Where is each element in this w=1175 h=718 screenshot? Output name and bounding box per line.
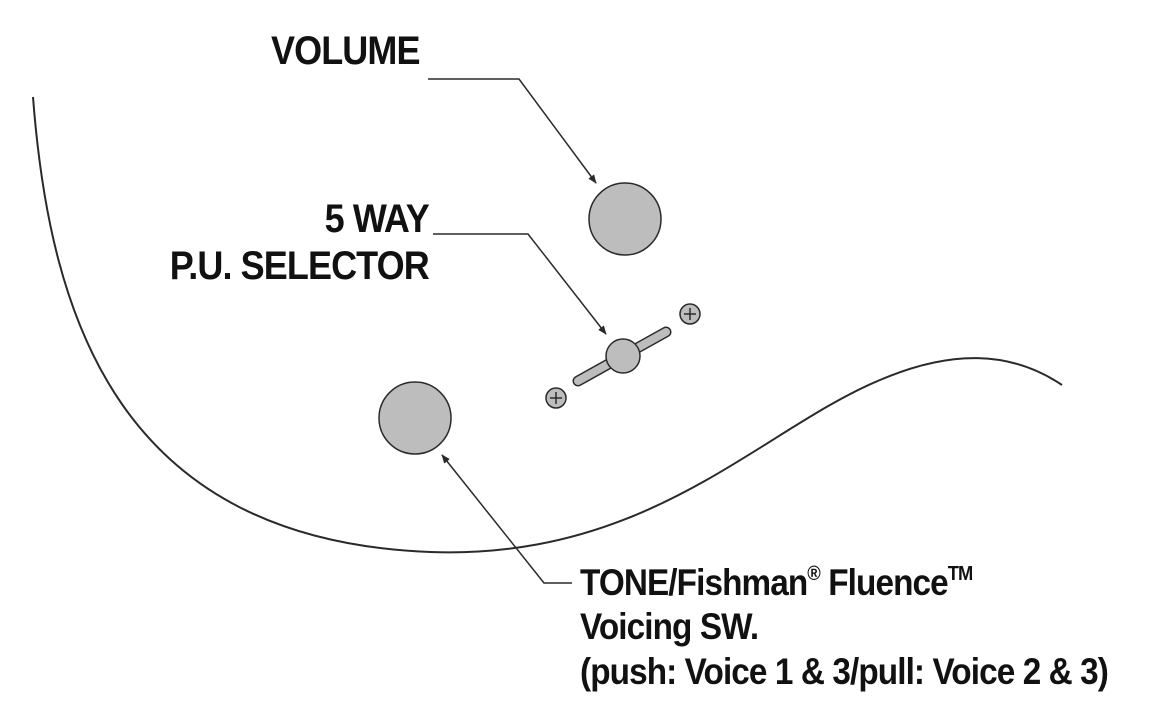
volume-label: VOLUME xyxy=(271,28,421,75)
tone-knob[interactable] xyxy=(378,381,452,455)
tone-label-line2: Voicing SW. xyxy=(580,606,759,648)
tone-label-brand: TONE/Fishman xyxy=(580,562,808,603)
screw-icon xyxy=(545,387,567,409)
volume-knob[interactable] xyxy=(588,182,662,256)
pickup-selector-label-line1: 5 WAY xyxy=(324,197,430,241)
tone-label: TONE/Fishman® FluenceTM Voicing SW. (pus… xyxy=(580,561,1109,694)
tone-leader-arrow xyxy=(441,454,572,584)
selector-leader-arrow xyxy=(433,233,607,335)
pickup-selector-switch[interactable] xyxy=(572,326,672,387)
trademark-mark: TM xyxy=(947,562,974,585)
volume-leader-arrow xyxy=(428,78,597,184)
body-outline xyxy=(32,96,1063,554)
pickup-selector-label-line2: P.U. SELECTOR xyxy=(169,244,430,289)
tone-label-line1: TONE/Fishman® FluenceTM xyxy=(580,561,1108,605)
tone-label-line3: (push: Voice 1 & 3/pull: Voice 2 & 3) xyxy=(580,650,1109,692)
pickup-selector-label: 5 WAY P.U. SELECTOR xyxy=(169,196,430,290)
registered-mark: ® xyxy=(807,562,820,585)
tone-label-product: Fluence xyxy=(819,562,948,603)
selector-knob[interactable] xyxy=(605,338,641,374)
volume-label-text: VOLUME xyxy=(271,29,421,73)
screw-icon xyxy=(679,303,701,325)
